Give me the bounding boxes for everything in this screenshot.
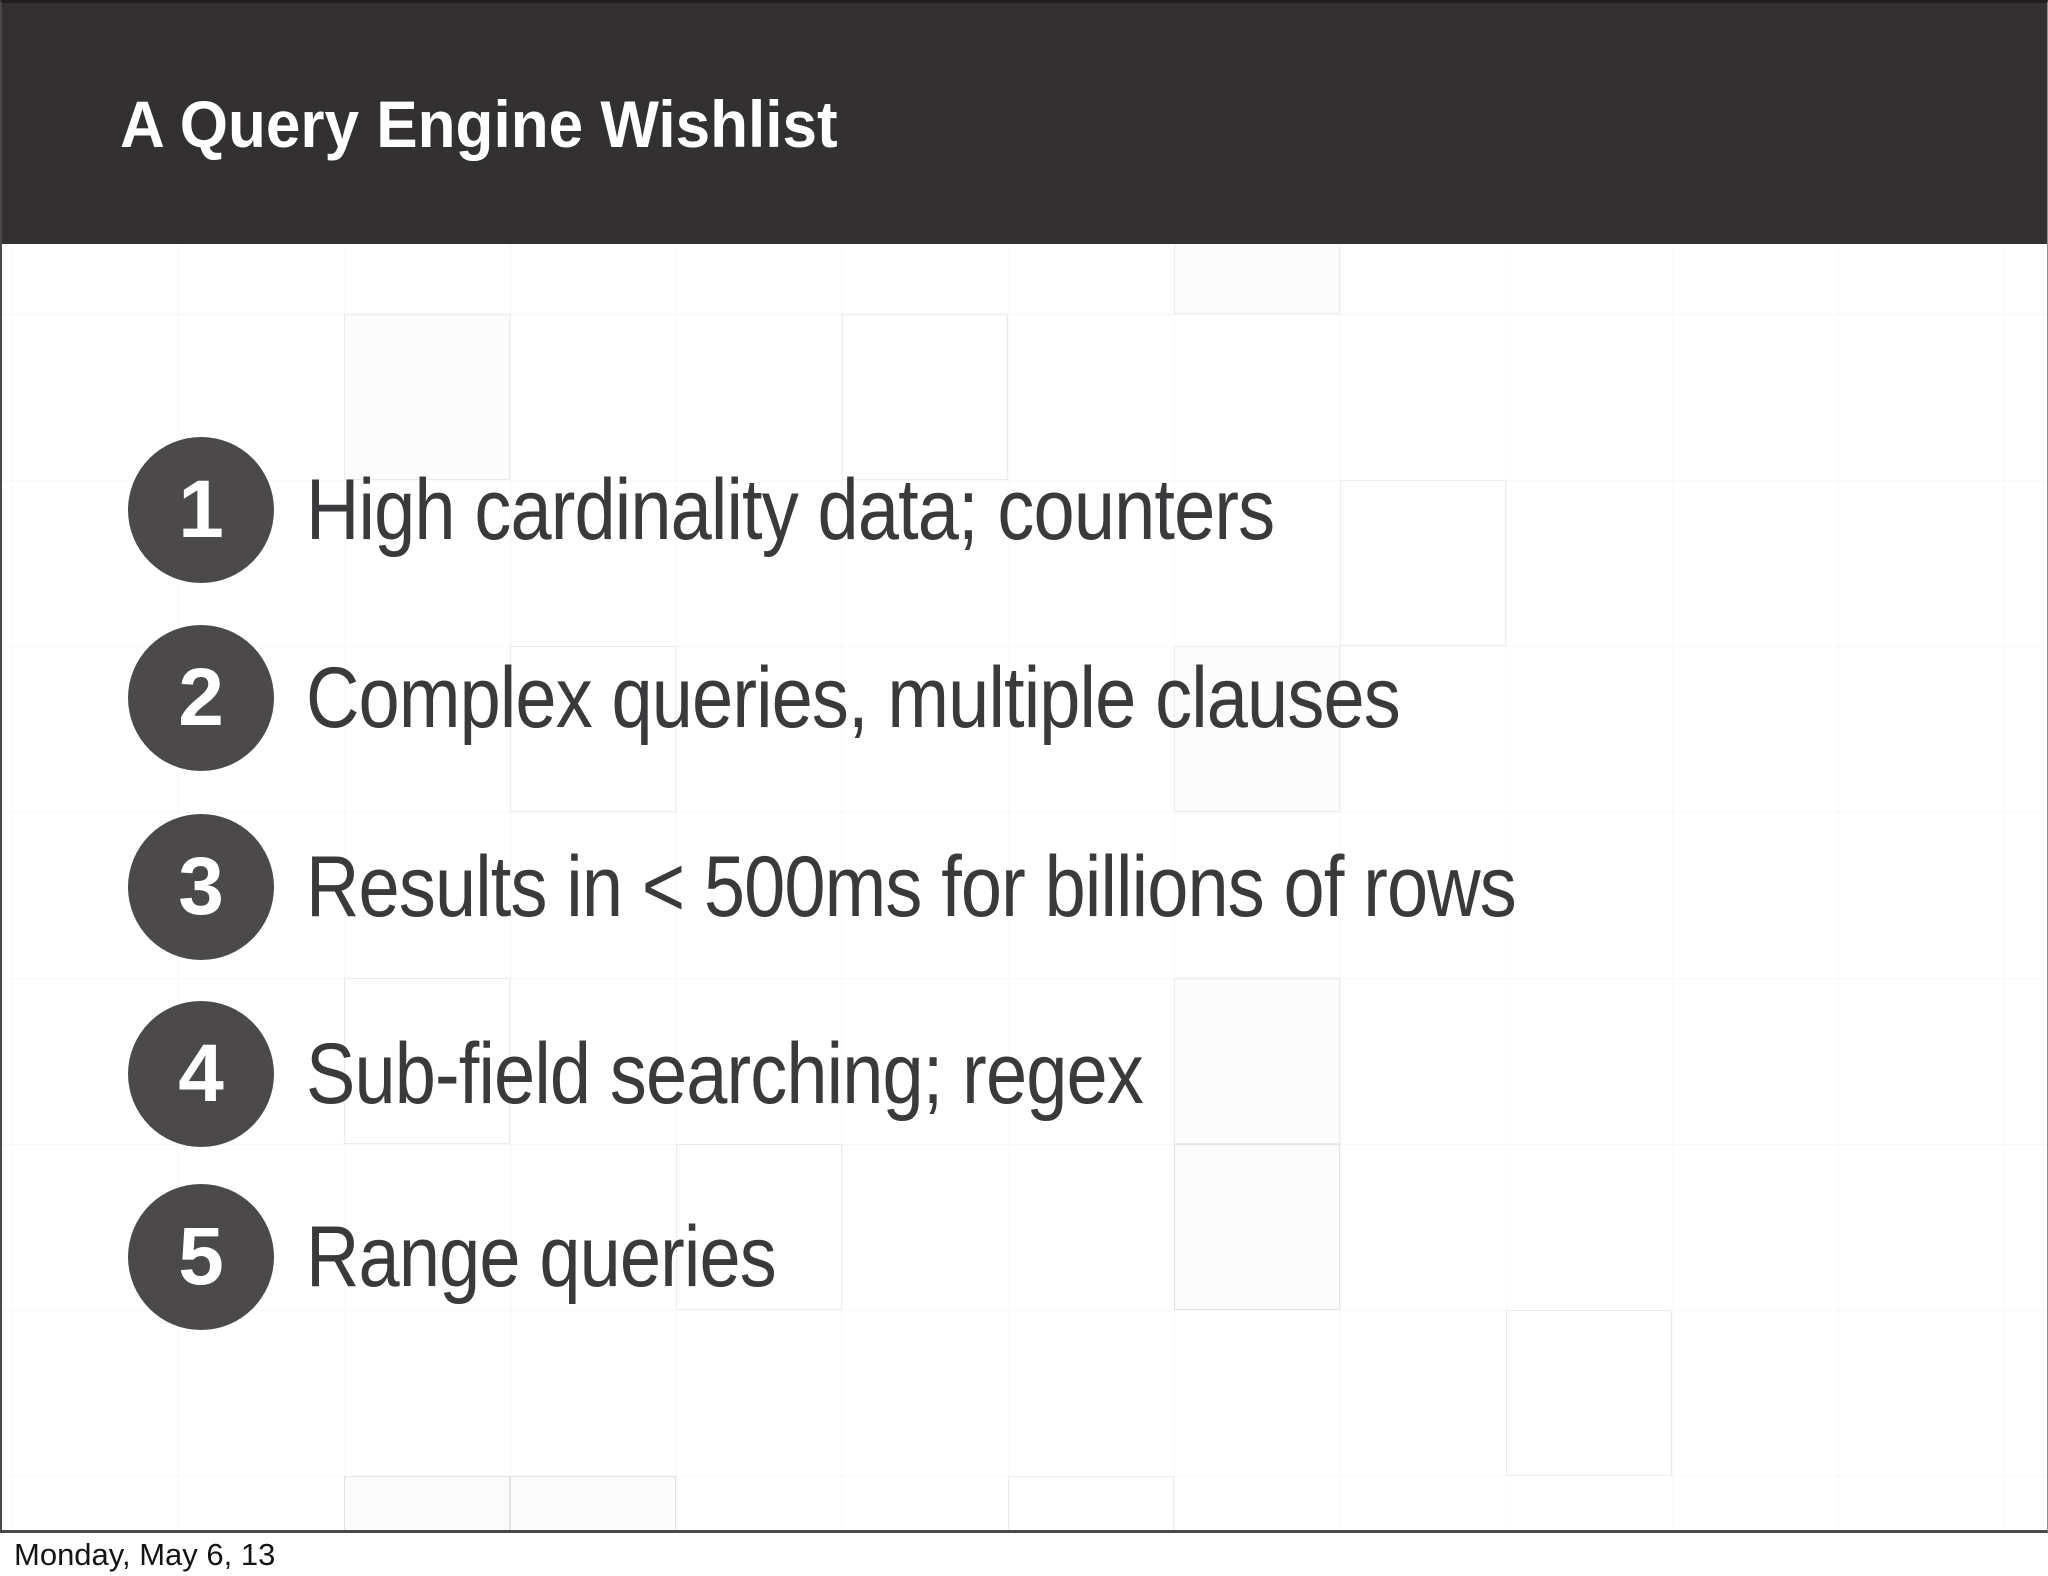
- list-item-label: Range queries: [306, 1208, 777, 1305]
- bullet-number-badge: 2: [128, 625, 274, 771]
- background-square: [510, 646, 676, 812]
- list-item: 5 Range queries: [128, 1184, 852, 1330]
- list-item: 2 Complex queries, multiple clauses: [128, 625, 1578, 771]
- list-item-label: Sub-field searching; regex: [306, 1025, 1144, 1122]
- background-square: [344, 978, 510, 1144]
- background-square: [1174, 1144, 1340, 1310]
- background-square: [676, 1144, 842, 1310]
- bullet-number: 1: [178, 464, 224, 555]
- slide-title: A Query Engine Wishlist: [120, 86, 838, 161]
- bullet-number: 5: [178, 1211, 224, 1302]
- background-square: [1174, 978, 1340, 1144]
- footer-date: Monday, May 6, 13: [14, 1536, 276, 1572]
- footer: Monday, May 6, 13: [0, 1533, 2048, 1576]
- background-square: [1008, 1476, 1174, 1530]
- bullet-number-badge: 5: [128, 1184, 274, 1330]
- bullet-number-badge: 1: [128, 437, 274, 583]
- bullet-number: 3: [178, 841, 224, 932]
- list-item-label: High cardinality data; counters: [306, 461, 1275, 558]
- bullet-number: 4: [178, 1028, 224, 1119]
- list-item-label: Complex queries, multiple clauses: [306, 649, 1401, 746]
- list-item-label: Results in < 500ms for billions of rows: [306, 838, 1517, 935]
- list-item: 1 High cardinality data; counters: [128, 437, 1432, 583]
- background-square: [1174, 646, 1340, 812]
- slide: A Query Engine Wishlist 1 High cardinali…: [0, 0, 2048, 1533]
- background-square: [344, 1476, 510, 1530]
- background-square: [510, 1476, 676, 1530]
- list-item: 4 Sub-field searching; regex: [128, 1001, 1279, 1147]
- background-square: [842, 314, 1008, 480]
- bullet-number: 2: [178, 652, 224, 743]
- background-square: [344, 314, 510, 480]
- list-item: 3 Results in < 500ms for billions of row…: [128, 814, 1713, 960]
- header-bar: A Query Engine Wishlist: [2, 3, 2047, 244]
- bullet-number-badge: 4: [128, 1001, 274, 1147]
- background-square: [1506, 1310, 1672, 1476]
- bullet-number-badge: 3: [128, 814, 274, 960]
- background-square: [1340, 480, 1506, 646]
